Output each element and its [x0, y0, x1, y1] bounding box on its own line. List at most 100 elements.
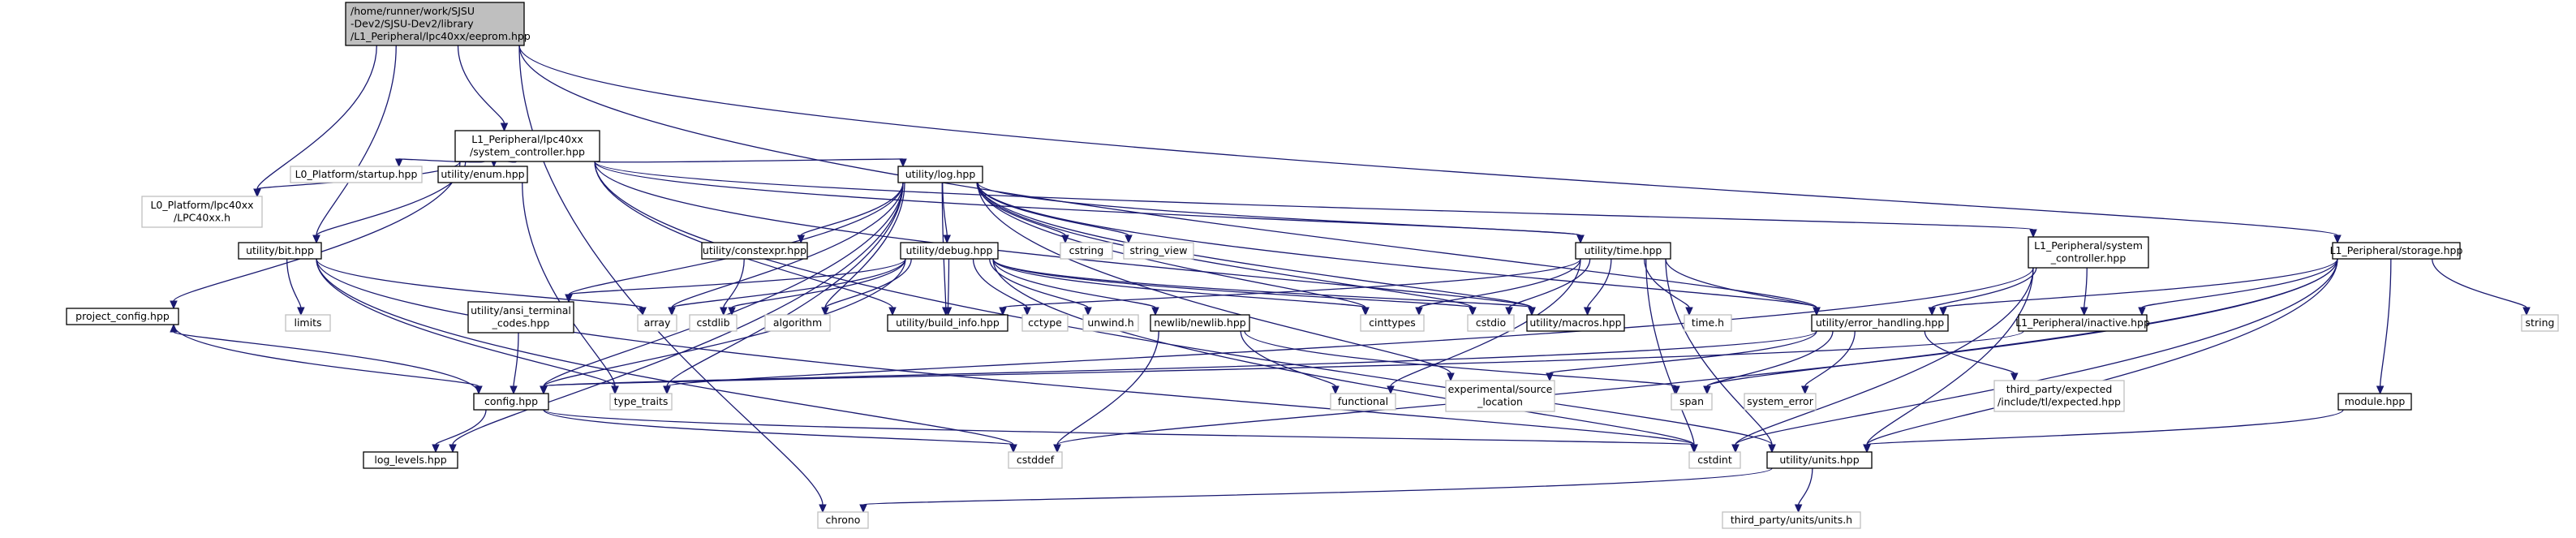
arrowhead — [1009, 444, 1017, 454]
node-span: span — [1671, 393, 1713, 411]
edge-log-to-config — [540, 182, 904, 395]
node-source-location: experimental/source_location — [1445, 380, 1555, 412]
arrowhead — [2376, 385, 2385, 395]
node-label-line: L0_Platform/lpc40xx — [150, 199, 253, 211]
node-bit[interactable]: utility/bit.hpp — [238, 242, 322, 260]
node-debug[interactable]: utility/debug.hpp — [900, 242, 999, 260]
node-limits: limits — [285, 314, 331, 332]
node-label-line: chrono — [826, 514, 861, 526]
edge-debug-to-cstdio — [992, 258, 1477, 316]
edge-ansi-to-config — [510, 332, 519, 395]
node-storage[interactable]: L1_Peripheral/storage.hpp — [2330, 242, 2463, 260]
arrowhead — [663, 385, 671, 395]
node-label-line: utility/error_handling.hpp — [1816, 316, 1944, 329]
node-enum[interactable]: utility/enum.hpp — [437, 166, 528, 183]
node-array: array — [637, 314, 677, 332]
node-label-line: L1_Peripheral/inactive.hpp — [2015, 316, 2150, 329]
arrowhead — [821, 307, 829, 316]
node-box — [689, 314, 738, 332]
arrowhead — [170, 300, 178, 310]
node-time[interactable]: utility/time.hpp — [1575, 242, 1671, 260]
edge-l1_sysctrl-to-inactive — [2079, 267, 2088, 316]
arrowhead — [1731, 444, 1740, 454]
node-eeprom: /home/runner/work/SJSU-Dev2/SJSU-Dev2/li… — [345, 2, 531, 46]
node-inactive[interactable]: L1_Peripheral/inactive.hpp — [2015, 314, 2150, 332]
node-box — [1766, 451, 1873, 469]
node-log-levels[interactable]: log_levels.hpp — [363, 451, 458, 469]
node-sysctrl40[interactable]: L1_Peripheral/lpc40xx/system_controller.… — [454, 130, 600, 162]
node-label-line: array — [644, 316, 671, 329]
edge-sysctrl40-to-log — [594, 158, 907, 168]
node-time-h: time.h — [1684, 314, 1732, 332]
node-project-config[interactable]: project_config.hpp — [66, 308, 179, 325]
arrowhead — [1703, 385, 1711, 395]
node-config[interactable]: config.hpp — [473, 393, 549, 411]
node-cstdio: cstdio — [1467, 314, 1515, 332]
arrowhead — [1084, 307, 1092, 316]
arrowhead — [1794, 504, 1803, 514]
node-label-line: cstdlib — [696, 316, 729, 329]
edge-debug-to-macros — [992, 258, 1536, 316]
edge-debug-to-algorithm — [821, 258, 912, 316]
node-build-info[interactable]: utility/build_info.hpp — [887, 314, 1008, 332]
edge-sysctrl40-to-units — [594, 161, 1776, 454]
node-l1-sysctrl[interactable]: L1_Peripheral/system_controller.hpp — [2028, 236, 2149, 269]
edge-log-to-type_traits — [663, 182, 904, 395]
node-cinttypes: cinttypes — [1360, 314, 1425, 332]
edge-log-to-debug — [942, 182, 952, 244]
arrowhead — [639, 307, 647, 316]
node-macros[interactable]: utility/macros.hpp — [1526, 314, 1625, 332]
edge-eeprom-to-chrono — [518, 45, 827, 514]
node-label-line: _controller.hpp — [2050, 252, 2127, 265]
edge-storage-to-span — [1703, 258, 2338, 395]
node-box — [1360, 314, 1425, 332]
node-ansi[interactable]: utility/ansi_terminal_codes.hpp — [467, 301, 574, 334]
node-log[interactable]: utility/log.hpp — [897, 166, 983, 183]
arrowhead — [1576, 235, 1585, 244]
node-cstring: cstring — [1060, 242, 1113, 260]
node-box — [1445, 380, 1555, 412]
node-chrono: chrono — [817, 511, 869, 529]
arrowhead — [510, 385, 518, 395]
edge-eeprom-to-sysctrl40 — [457, 45, 509, 132]
node-box — [473, 393, 549, 411]
node-label-line: limits — [294, 316, 321, 329]
edge-time-to-functional — [1387, 258, 1581, 395]
edge-inactive-to-config — [540, 330, 2024, 395]
edge-error_handling-to-config — [540, 330, 1817, 395]
arrowhead — [859, 504, 867, 514]
node-functional: functional — [1330, 393, 1396, 411]
node-box — [66, 308, 179, 325]
arrowhead — [1151, 307, 1159, 316]
node-box — [1467, 314, 1515, 332]
node-label-line: /include/tl/expected.hpp — [1998, 396, 2121, 408]
node-box — [1688, 451, 1741, 469]
arrowhead — [944, 307, 953, 316]
node-units[interactable]: utility/units.hpp — [1766, 451, 1873, 469]
arrowhead — [1387, 385, 1395, 395]
node-label-line: string — [2526, 316, 2555, 329]
node-box — [1060, 242, 1113, 260]
arrowhead — [1528, 307, 1536, 316]
node-constexpr[interactable]: utility/constexpr.hpp — [701, 242, 808, 260]
node-error-handling[interactable]: utility/error_handling.hpp — [1811, 314, 1949, 332]
node-box — [467, 301, 574, 334]
node-newlib[interactable]: newlib/newlib.hpp — [1150, 314, 1250, 332]
arrowhead — [1415, 307, 1423, 316]
node-label-line: cstring — [1069, 244, 1104, 256]
edge-debug-to-array — [668, 258, 906, 316]
node-module[interactable]: module.hpp — [2337, 393, 2412, 411]
arrowhead — [1583, 307, 1592, 316]
node-lpc40xx-h: L0_Platform/lpc40xx/LPC40xx.h — [141, 196, 263, 228]
node-type-traits: type_traits — [609, 393, 673, 411]
node-box — [701, 242, 808, 260]
edge-time-to-cinttypes — [1415, 258, 1581, 316]
node-label-line: module.hpp — [2345, 395, 2406, 407]
node-box — [887, 314, 1008, 332]
node-box — [454, 130, 600, 162]
edge-time-to-units — [1665, 258, 1776, 454]
arrowhead — [1331, 385, 1340, 395]
node-unwind: unwind.h — [1082, 314, 1139, 332]
arrowhead — [1125, 235, 1133, 244]
